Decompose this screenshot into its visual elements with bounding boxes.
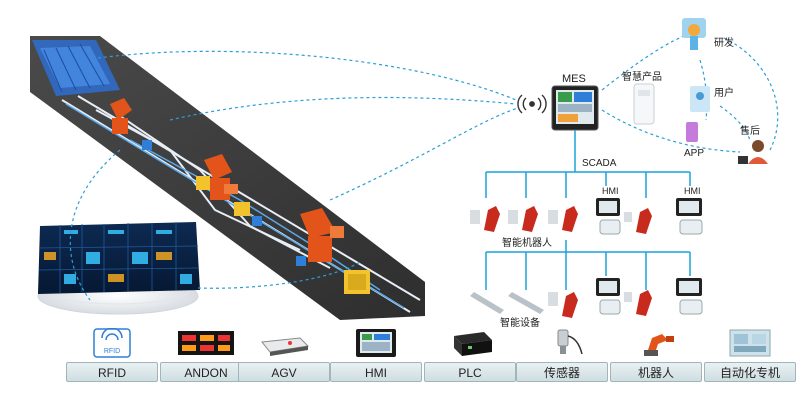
warehouse-rack — [32, 40, 120, 96]
svg-text:RFID: RFID — [104, 348, 120, 355]
hmi-label-2: HMI — [684, 186, 701, 196]
mes-node: MES — [517, 73, 599, 131]
robot-arm-1 — [110, 98, 132, 134]
user-icon — [690, 86, 710, 112]
app-phone-icon — [686, 122, 698, 142]
rnd-label: 研发 — [714, 36, 734, 49]
blue-station-1 — [142, 140, 152, 150]
equipment-andon: ANDON — [160, 326, 252, 388]
user-label: 用户 — [714, 86, 734, 99]
user-node: 用户 — [690, 86, 734, 112]
yellow-machine-2 — [234, 202, 250, 216]
andon-board-icon — [178, 331, 234, 355]
after-sales-node: 售后 — [738, 124, 768, 164]
scada-tree — [485, 130, 691, 290]
hmi-device-3 — [596, 278, 652, 316]
robot-device — [470, 206, 578, 232]
equipment-automation-machine: 自动化专机 — [704, 326, 796, 388]
plc-icon — [454, 332, 492, 356]
hmi-panel-icon — [356, 329, 396, 357]
hmi-label-1: HMI — [602, 186, 619, 196]
robot-arm-3 — [300, 208, 344, 262]
equipment-sensor: 传感器 — [516, 326, 608, 388]
hmi-device-1 — [596, 198, 652, 235]
yellow-machine-1 — [196, 176, 210, 190]
agv-icon — [261, 337, 310, 356]
blue-station-2 — [252, 216, 262, 226]
equipment-plc: PLC — [424, 326, 516, 388]
smart-product-node: 智慧产品 — [622, 70, 662, 125]
robot-icon — [644, 334, 674, 356]
rnd-node: 研发 — [682, 18, 734, 50]
equipment-label: ANDON — [160, 362, 252, 382]
equipment-label: 传感器 — [516, 362, 608, 382]
equipment-label: PLC — [424, 362, 516, 382]
equipment-label: RFID — [66, 362, 158, 382]
mes-label: MES — [562, 73, 586, 85]
support-agent-icon — [738, 140, 768, 164]
smart-equipment-label: 智能设备 — [500, 316, 540, 329]
automation-machine-icon — [729, 329, 771, 357]
equipment-bar: RFID RFID ANDON AGV HMI — [0, 326, 810, 404]
sensor-icon — [557, 329, 583, 355]
equipment-agv: AGV — [238, 326, 330, 388]
wireless-signal-icon — [517, 94, 547, 114]
after-sales-label: 售后 — [740, 124, 760, 137]
production-line — [30, 36, 425, 320]
linear-module-device — [470, 292, 578, 318]
equipment-label: HMI — [330, 362, 422, 382]
equipment-label: 机器人 — [610, 362, 702, 382]
equipment-label: 自动化专机 — [704, 362, 796, 382]
smart-product-label: 智慧产品 — [622, 70, 662, 83]
rnd-icon — [682, 18, 706, 50]
app-label: APP — [684, 148, 704, 159]
hmi-device-2 — [676, 198, 703, 235]
rfid-icon: RFID — [93, 328, 131, 358]
robot-arm-2 — [204, 154, 238, 200]
equipment-hmi: HMI — [330, 326, 422, 388]
smart-robot-label: 智能机器人 — [502, 236, 552, 249]
equipment-rfid: RFID RFID — [66, 326, 158, 388]
app-node: APP — [684, 122, 704, 159]
dashed-links — [69, 33, 779, 301]
equipment-robot: 机器人 — [610, 326, 702, 388]
monitoring-screen-wall — [37, 222, 200, 315]
hmi-device-4 — [676, 278, 703, 315]
equipment-label: AGV — [238, 362, 330, 382]
blue-station-3 — [296, 256, 306, 266]
scada-label: SCADA — [582, 158, 617, 169]
